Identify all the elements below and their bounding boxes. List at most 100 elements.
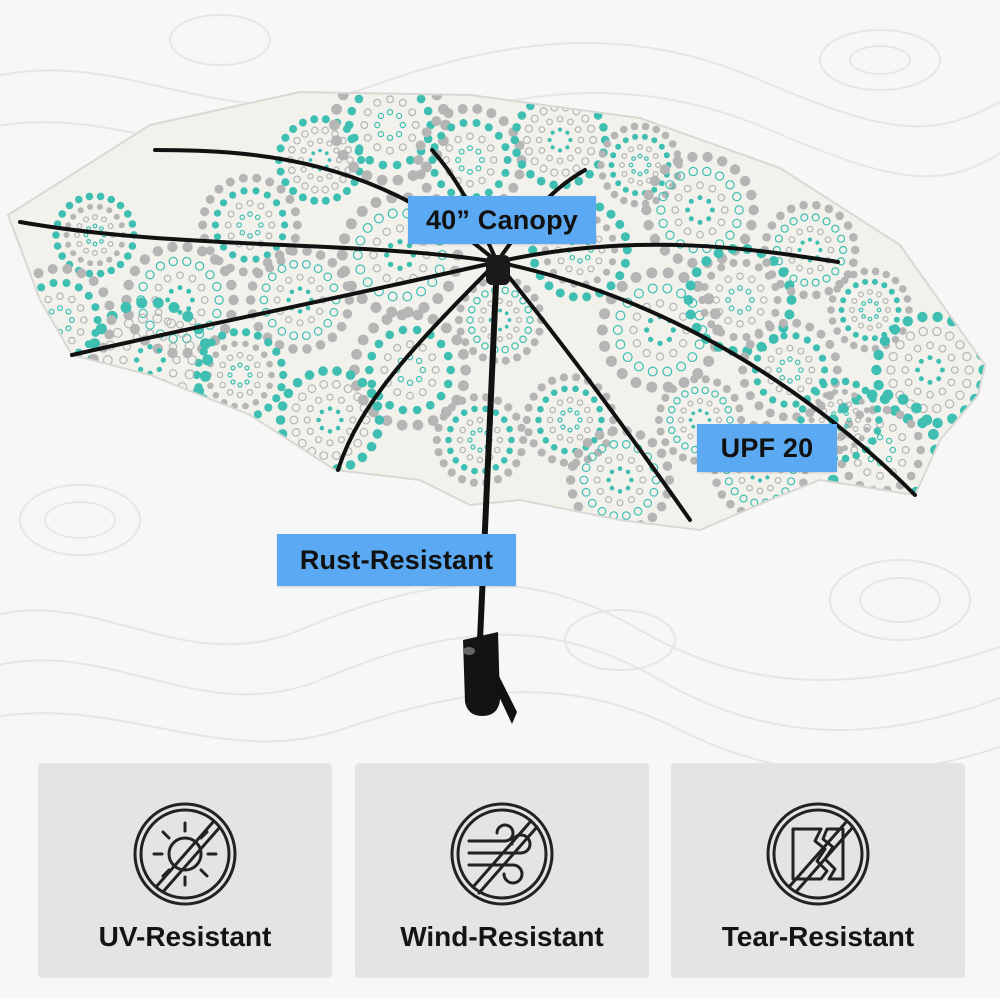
pattern-dot (331, 103, 342, 115)
pattern-dot (867, 316, 873, 322)
pattern-dot (52, 231, 60, 239)
pattern-dot (469, 393, 478, 402)
pattern-dot (504, 403, 513, 412)
pattern-dot (673, 150, 682, 158)
pattern-dot (118, 241, 125, 248)
pattern-dot (147, 344, 153, 350)
pattern-dot (139, 254, 151, 265)
pattern-dot (549, 406, 557, 414)
pattern-dot (854, 417, 861, 424)
pattern-dot (786, 477, 796, 486)
pattern-dot (646, 267, 658, 279)
pattern-dot (165, 297, 171, 303)
pattern-dot (786, 286, 796, 296)
pattern-dot (530, 258, 540, 268)
pattern-dot (297, 438, 307, 448)
pattern-dot (678, 272, 690, 283)
pattern-dot (345, 218, 357, 230)
pattern-dot (844, 411, 849, 417)
pattern-dot (331, 135, 342, 147)
pattern-dot (631, 156, 636, 162)
pattern-dot (49, 353, 58, 361)
pattern-dot (927, 355, 933, 361)
pattern-dot (774, 506, 784, 516)
pattern-dot (92, 241, 98, 247)
pattern-dot (769, 396, 777, 404)
pattern-dot (936, 376, 942, 382)
pattern-dot (798, 367, 804, 373)
pattern-dot (91, 328, 100, 337)
pattern-dot (441, 322, 452, 334)
pattern-dot (27, 291, 36, 300)
pattern-dot (163, 317, 172, 326)
pattern-dot (412, 325, 422, 335)
pattern-dot (696, 230, 704, 239)
pattern-dot (644, 156, 649, 162)
pattern-dot (703, 355, 715, 367)
pattern-dot (237, 362, 243, 368)
pattern-dot (182, 256, 192, 267)
pattern-dot (512, 123, 521, 132)
pattern-dot (120, 407, 132, 418)
pattern-dot (567, 427, 573, 433)
pattern-dot (324, 151, 329, 156)
pattern-dot (301, 182, 309, 190)
pattern-dot (333, 193, 342, 202)
pattern-dot (252, 344, 260, 352)
pattern-dot (265, 232, 273, 240)
pattern-dot (62, 353, 71, 361)
pattern-dot (353, 438, 363, 448)
pattern-dot (160, 357, 166, 363)
pattern-dot (522, 347, 531, 355)
pattern-dot (480, 307, 487, 314)
pattern-dot (627, 146, 634, 153)
pattern-dot (418, 302, 430, 313)
pattern-dot (811, 278, 820, 287)
pattern-dot (897, 495, 909, 506)
pattern-dot (595, 202, 605, 212)
pattern-dot (792, 400, 800, 408)
pattern-dot (76, 304, 85, 312)
pattern-dot (467, 145, 474, 152)
pattern-dot (646, 381, 658, 393)
pattern-dot (615, 271, 625, 281)
pattern-dot (738, 365, 748, 375)
pattern-dot (696, 397, 704, 405)
pattern-dot (372, 401, 383, 411)
pattern-dot (466, 453, 474, 461)
pattern-dot (466, 180, 474, 188)
pattern-dot (337, 396, 345, 404)
pattern-dot (393, 65, 404, 76)
pattern-dot (717, 328, 726, 337)
pattern-dot (805, 377, 813, 385)
pattern-dot (729, 333, 738, 341)
pattern-dot (152, 313, 163, 324)
pattern-dot (833, 285, 841, 293)
pattern-dot (504, 311, 509, 316)
pattern-dot (636, 144, 643, 151)
pattern-dot (236, 391, 244, 399)
pattern-dot (62, 264, 73, 274)
pattern-dot (498, 327, 502, 332)
pattern-dot (567, 118, 574, 126)
pattern-dot (651, 186, 658, 193)
pattern-dot (296, 273, 304, 281)
pattern-dot (447, 403, 456, 412)
pattern-dot (287, 166, 296, 175)
pattern-dot (407, 170, 419, 182)
pattern-dot (386, 108, 394, 116)
pattern-dot (582, 389, 590, 397)
pattern-dot (753, 354, 762, 362)
pattern-dot (742, 333, 751, 341)
pattern-dot (91, 214, 98, 221)
pattern-dot (708, 184, 717, 193)
pattern-dot (253, 268, 264, 279)
pattern-dot (357, 377, 368, 388)
pattern-dot (598, 150, 607, 158)
pattern-dot (182, 241, 193, 253)
pattern-dot (86, 238, 91, 244)
pattern-dot (779, 359, 786, 366)
pattern-dot (33, 361, 44, 372)
pattern-dot (439, 412, 448, 421)
pattern-dot (336, 321, 347, 332)
